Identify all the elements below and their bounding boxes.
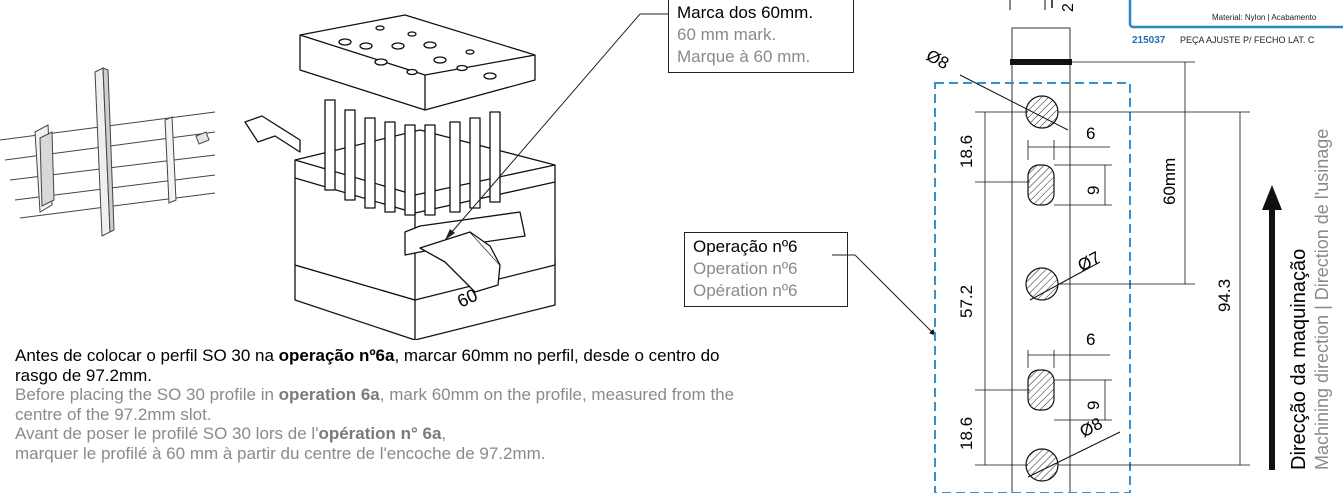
instruction-fr-part1: Avant de poser le profilé SO 30 lors de … — [15, 424, 319, 443]
instruction-pt-bold: operação nº6a — [278, 346, 395, 365]
dim-18-6-top: 18.6 — [957, 134, 976, 168]
instruction-fr-line2-text: marquer le profilé à 60 mm à partir du c… — [15, 443, 546, 463]
instruction-en-part1: Before placing the SO 30 profile in — [15, 385, 279, 404]
instruction-en-part2: , mark 60mm on the profile, measured fro… — [15, 385, 735, 424]
mark-callout-fr: Marque à 60 mm. — [677, 47, 811, 66]
instruction-pt-part2: , marcar 60mm no perfil, desde o centro … — [15, 346, 720, 385]
operation-callout-fr: Opération nº6 — [693, 281, 798, 300]
dim-60mm: 60mm — [1160, 157, 1179, 205]
direction-label-en-fr: Machining direction | Direction de l'usi… — [1312, 128, 1332, 470]
instruction-notes: Antes de colocar o perfil SO 30 na opera… — [15, 346, 735, 463]
operation-callout-pt: Operação nº6 — [693, 237, 798, 256]
dim-height-9-bottom: 9 — [1084, 400, 1103, 410]
machining-block-illustration: 60 — [244, 14, 556, 340]
part-material-label: Material: Nylon | Acabamento — [1212, 13, 1317, 22]
exploded-assembly-illustration — [0, 67, 216, 237]
dim-top-2: 2 — [1060, 3, 1077, 12]
instruction-fr-part2: , — [441, 424, 447, 443]
dim-94-3: 94.3 — [1215, 278, 1234, 312]
operation-6-callout: Operação nº6 Operation nº6 Opération nº6 — [684, 232, 848, 307]
mark-60mm-callout: Marca dos 60mm. 60 mm mark. Marque à 60 … — [668, 0, 854, 73]
instruction-en: Before placing the SO 30 profile in oper… — [15, 385, 735, 424]
instruction-pt-part1: Antes de colocar o perfil SO 30 na — [15, 346, 279, 365]
part-name: PEÇA AJUSTE P/ FECHO LAT. C — [1180, 35, 1315, 45]
dim-width-6-top: 6 — [1086, 124, 1096, 143]
dim-height-9-top: 9 — [1084, 185, 1103, 195]
mark-callout-en: 60 mm mark. — [677, 25, 777, 44]
instruction-fr-line1: Avant de poser le profilé SO 30 lors de … — [15, 424, 735, 444]
operation-callout-en: Operation nº6 — [693, 259, 798, 278]
dim-width-6-bottom: 6 — [1086, 330, 1096, 349]
dim-57-2: 57.2 — [957, 284, 976, 318]
instruction-en-bold: operation 6a — [278, 385, 380, 404]
instruction-fr-bold: opération n° 6a — [318, 424, 442, 443]
mark-callout-pt: Marca dos 60mm. — [677, 3, 814, 22]
dim-18-6-bottom: 18.6 — [957, 416, 976, 450]
instruction-fr-line2: marquer le profilé à 60 mm à partir du c… — [15, 444, 735, 464]
part-code: 215037 — [1132, 35, 1166, 46]
direction-label-pt: Direcção da maquinação — [1288, 248, 1310, 470]
instruction-pt: Antes de colocar o perfil SO 30 na opera… — [15, 346, 735, 385]
